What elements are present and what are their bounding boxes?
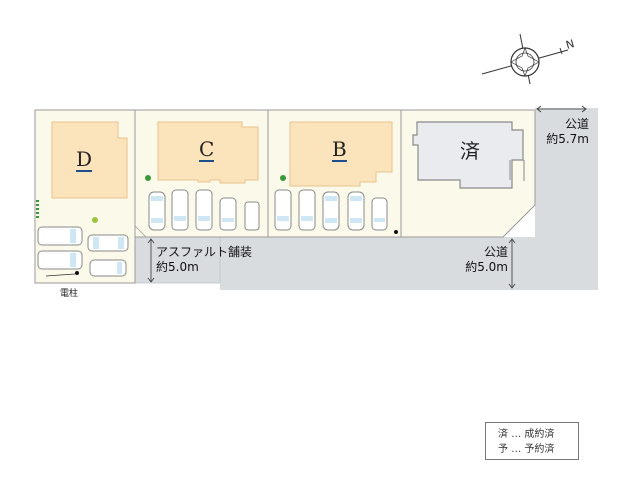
legend-item-reserved: 予 … 予約済 (498, 444, 555, 455)
lot-label-sold: 済 (460, 139, 480, 163)
south-road-label: 公道 約5.0m (446, 245, 508, 275)
lot-label-c: C (199, 137, 215, 162)
east-road-width: 約5.7m (546, 132, 589, 146)
legend-item-sold: 済 … 成約済 (498, 429, 555, 440)
private-road-type: アスファルト舗装 (156, 245, 253, 259)
compass: N (480, 28, 580, 88)
east-road-label: 公道 約5.7m (535, 117, 589, 147)
south-road-type: 公道 (483, 245, 508, 259)
site-plan: D C B 済 アスファルト舗装 約5.0m 公道 約5.0m 公道 約5.7m… (34, 105, 598, 299)
legend: 済 … 成約済 予 … 予約済 (485, 422, 579, 460)
lot-label-b: B (332, 137, 347, 162)
utility-pole-label: 電柱 (60, 289, 79, 299)
compass-rose-icon (481, 33, 569, 85)
private-road-width: 約5.0m (156, 260, 199, 274)
east-road-type: 公道 (564, 117, 589, 131)
south-road-width: 約5.0m (465, 260, 508, 274)
lot-label-d: D (76, 147, 93, 172)
private-road-label: アスファルト舗装 約5.0m (156, 245, 252, 275)
